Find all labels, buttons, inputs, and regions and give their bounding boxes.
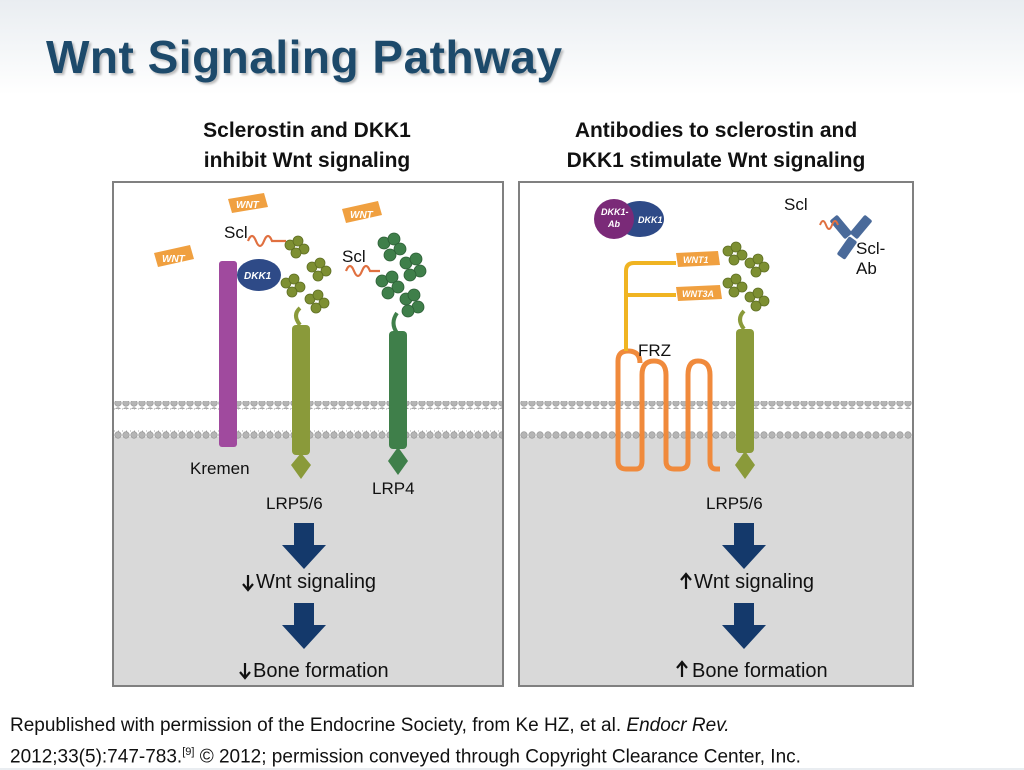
citation-journal: Endocr Rev. xyxy=(626,715,730,736)
cell-membrane xyxy=(520,401,912,439)
wnt-ligand-1: WNT xyxy=(154,245,194,267)
lrp4-receptor xyxy=(375,232,427,475)
scl-protein-1 xyxy=(246,234,286,248)
wnt-signaling-label: Wnt signaling xyxy=(694,571,815,593)
citation-footer: Republished with permission of the Endoc… xyxy=(10,712,1020,770)
lrp56-propeller-domains xyxy=(280,235,332,314)
right-panel: WNT1 WNT3A DKK1- Ab DKK1 xyxy=(518,181,914,687)
citation-ref: [9] xyxy=(182,746,195,758)
citation-line1-prefix: Republished with permission of the Endoc… xyxy=(10,715,627,736)
wnt1-ligand: WNT1 xyxy=(676,251,720,267)
signal-arrow-1 xyxy=(282,523,326,569)
signal-arrow-1 xyxy=(722,523,766,569)
scl-label: Scl xyxy=(784,195,808,214)
svg-text:Ab: Ab xyxy=(607,219,620,229)
wnt-signaling-label: Wnt signaling xyxy=(256,571,377,593)
kremen-label: Kremen xyxy=(190,459,250,478)
lrp56-receptor xyxy=(722,241,770,479)
dkk1-protein xyxy=(237,259,281,291)
wnt-ligand-3: WNT xyxy=(342,201,382,223)
scl-protein xyxy=(819,220,839,230)
bone-formation-label: Bone formation xyxy=(253,660,389,682)
frz-label: FRZ xyxy=(638,341,672,360)
increase-arrow-2 xyxy=(676,660,688,677)
decrease-arrow-2 xyxy=(239,663,251,680)
left-panel-heading: Sclerostin and DKK1 inhibit Wnt signalin… xyxy=(203,119,411,172)
svg-text:WNT: WNT xyxy=(162,254,186,265)
svg-text:WNT: WNT xyxy=(236,200,260,211)
citation-line2-suffix: © 2012; permission conveyed through Copy… xyxy=(194,746,801,768)
wnt3a-ligand: WNT3A xyxy=(676,285,722,301)
right-panel-heading: Antibodies to sclerostin and DKK1 stimul… xyxy=(566,119,866,172)
cytoplasm xyxy=(520,437,912,685)
citation-line2-prefix: 2012;33(5):747-783. xyxy=(10,746,183,768)
lrp56-label: LRP5/6 xyxy=(266,494,323,513)
lrp4-label: LRP4 xyxy=(372,479,415,498)
right-panel-diagram: WNT1 WNT3A DKK1- Ab DKK1 xyxy=(520,199,912,685)
slide-title: Wnt Signaling Pathway xyxy=(46,31,563,83)
svg-text:WNT3A: WNT3A xyxy=(682,289,714,299)
dkk1-antibody-complex: DKK1- Ab DKK1 xyxy=(594,199,664,239)
scl-label-2: Scl xyxy=(342,247,366,266)
svg-text:WNT1: WNT1 xyxy=(683,255,709,265)
dkk1-label: DKK1 xyxy=(244,271,272,282)
lrp56-label: LRP5/6 xyxy=(706,494,763,513)
lrp56-receptor xyxy=(280,235,332,479)
svg-text:DKK1: DKK1 xyxy=(638,215,663,225)
kremen-receptor xyxy=(219,261,237,447)
bone-formation-label: Bone formation xyxy=(692,660,828,682)
decrease-arrow-1 xyxy=(242,575,254,592)
left-panel-diagram: DKK1 xyxy=(114,193,502,685)
left-panel: DKK1 xyxy=(112,181,504,687)
increase-arrow-1 xyxy=(680,572,692,589)
wnt-ligand-2: WNT xyxy=(228,193,268,213)
signal-arrow-2 xyxy=(282,603,326,649)
svg-text:WNT: WNT xyxy=(350,210,374,221)
frz-extracellular-domain xyxy=(624,261,676,351)
svg-text:DKK1-: DKK1- xyxy=(601,207,629,217)
scl-protein-2 xyxy=(344,264,380,278)
lrp4-propeller-domains xyxy=(375,232,427,318)
scl-ab-label: Scl- Ab xyxy=(856,239,886,278)
scl-label-1: Scl xyxy=(224,223,248,242)
signal-arrow-2 xyxy=(722,603,766,649)
lrp56-propeller-domains xyxy=(722,241,770,312)
